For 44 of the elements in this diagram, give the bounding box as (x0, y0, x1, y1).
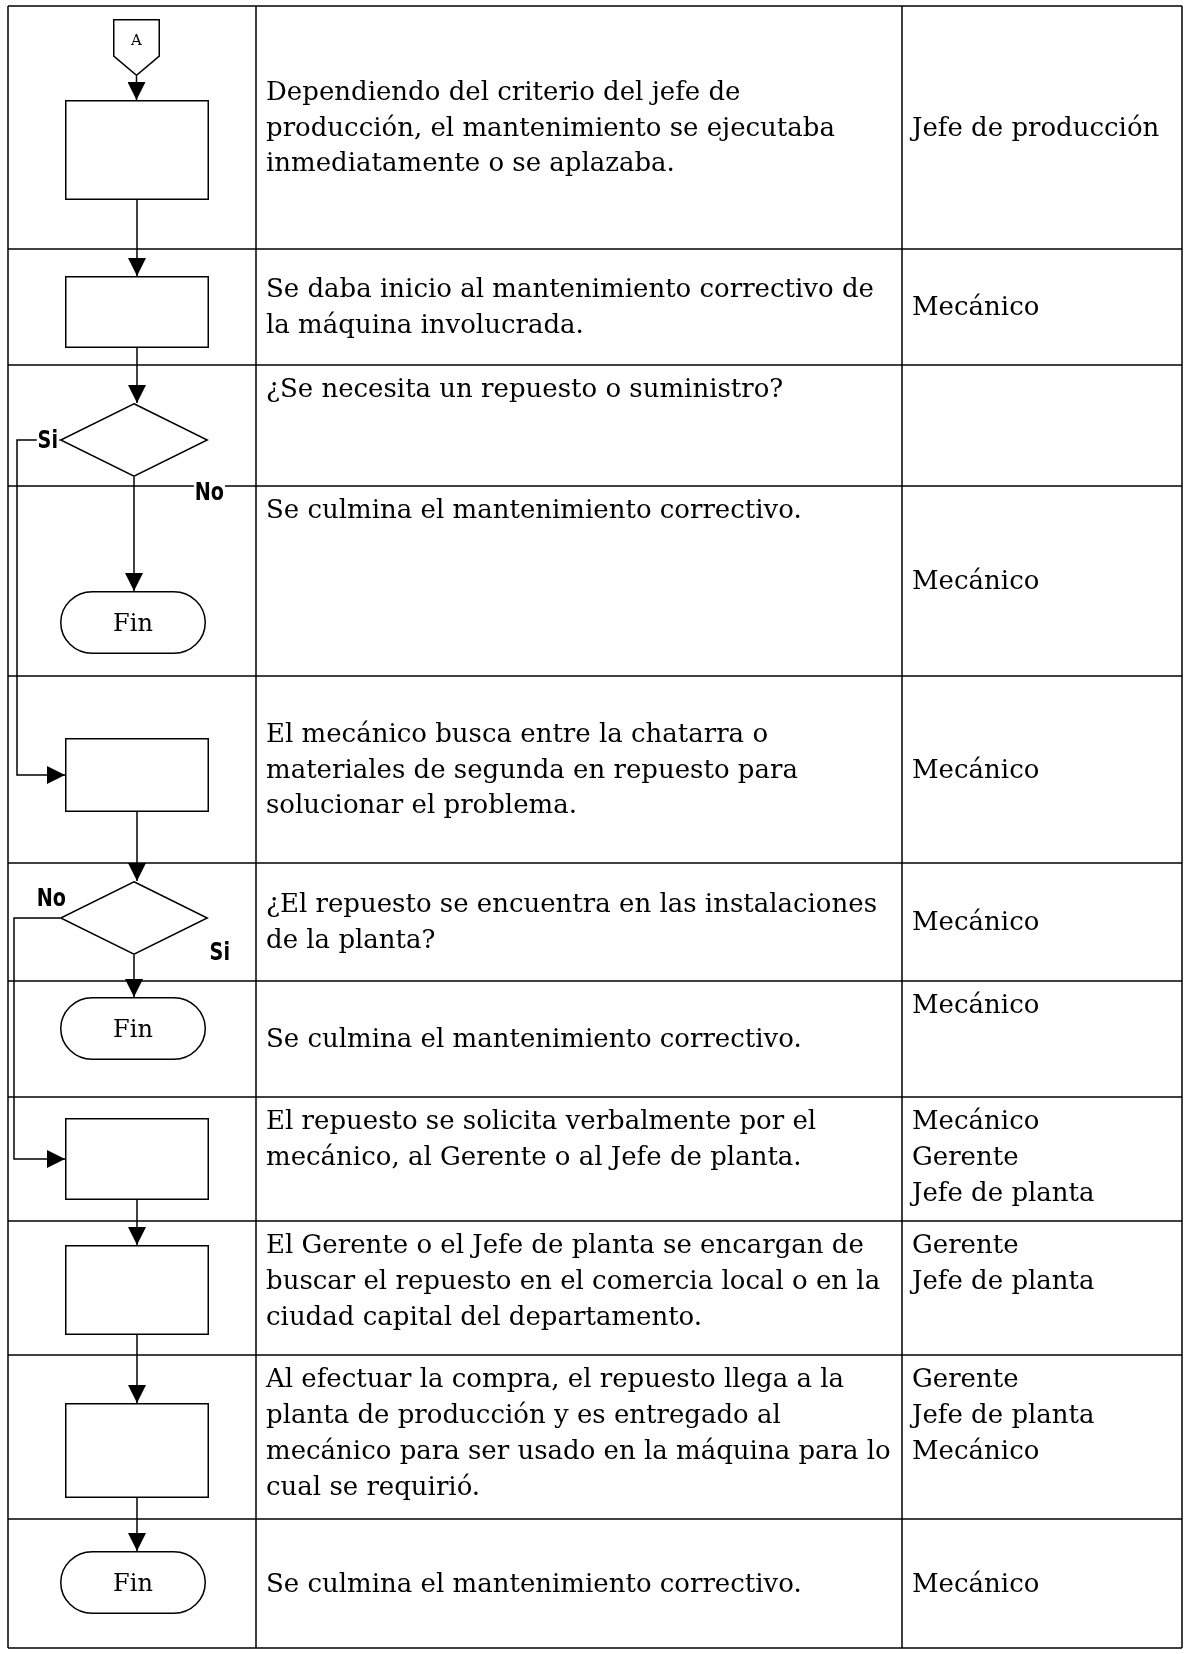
role-text: Mecánico (912, 564, 1041, 598)
role-text: Mecánico (912, 1104, 1041, 1137)
role-text: Gerente (912, 1228, 1020, 1261)
role-text: Mecánico (912, 290, 1041, 324)
arrow (128, 1199, 146, 1246)
role-text: Gerente (912, 1362, 1020, 1395)
process-box (65, 100, 209, 200)
arrow (128, 347, 146, 404)
end-terminal: Fin (60, 997, 206, 1060)
arrow (128, 811, 146, 882)
arrow (128, 1334, 146, 1404)
end-terminal: Fin (60, 591, 206, 654)
description-text: Dependiendo del criterio del jefe de producción, el mantenimiento se ejecutaba inmediatamente o se aplazaba. (266, 74, 836, 180)
description-text: ¿El repuesto se encuentra en las instalaciones de la planta? (266, 887, 878, 956)
description-text: Al efectuar la compra, el repuesto llega a la planta de producción y es entregado al mecánico para ser usado en la máquina para lo cual se requirió. (266, 1362, 892, 1503)
description-text: Se daba inicio al mantenimiento correctivo de la máquina involucrada. (266, 272, 875, 341)
decision-diamond (60, 403, 208, 477)
off-page-connector: A (113, 19, 160, 76)
role-text: Mecánico (912, 905, 1041, 939)
arrow (125, 954, 143, 998)
description-text: El mecánico busca entre la chatarra o materiales de segunda en repuesto para solucionar el problema. (266, 716, 799, 822)
role-text: Mecánico (912, 988, 1041, 1021)
description-text: ¿Se necesita un repuesto o suministro? (266, 372, 785, 405)
description-text: El Gerente o el Jefe de planta se encargan de buscar el repuesto en el comercia local o en la ciudad capital del departamento. (266, 1228, 882, 1333)
arrow (128, 1497, 146, 1552)
arrow (13, 917, 66, 1168)
role-text: Mecánico (912, 1566, 1041, 1600)
end-terminal: Fin (60, 1551, 206, 1614)
arrow (16, 439, 66, 784)
description-text: Se culmina el mantenimiento correctivo. (266, 493, 803, 526)
arrow (125, 476, 143, 592)
process-box (65, 1403, 209, 1498)
process-box (65, 276, 209, 348)
process-box (65, 1118, 209, 1200)
arrow (128, 199, 146, 277)
role-text: Gerente (912, 1139, 1020, 1173)
arrow (127, 75, 146, 101)
process-box (65, 738, 209, 812)
description-text: El repuesto se solicita verbalmente por el mecánico, al Gerente o al Jefe de planta. (266, 1104, 818, 1173)
process-box (65, 1245, 209, 1335)
description-text: Se culmina el mantenimiento correctivo. (266, 1566, 803, 1600)
description-text: Se culmina el mantenimiento correctivo. (266, 1022, 803, 1056)
role-text: Mecánico (912, 752, 1041, 786)
role-text: Mecánico (912, 1433, 1041, 1467)
